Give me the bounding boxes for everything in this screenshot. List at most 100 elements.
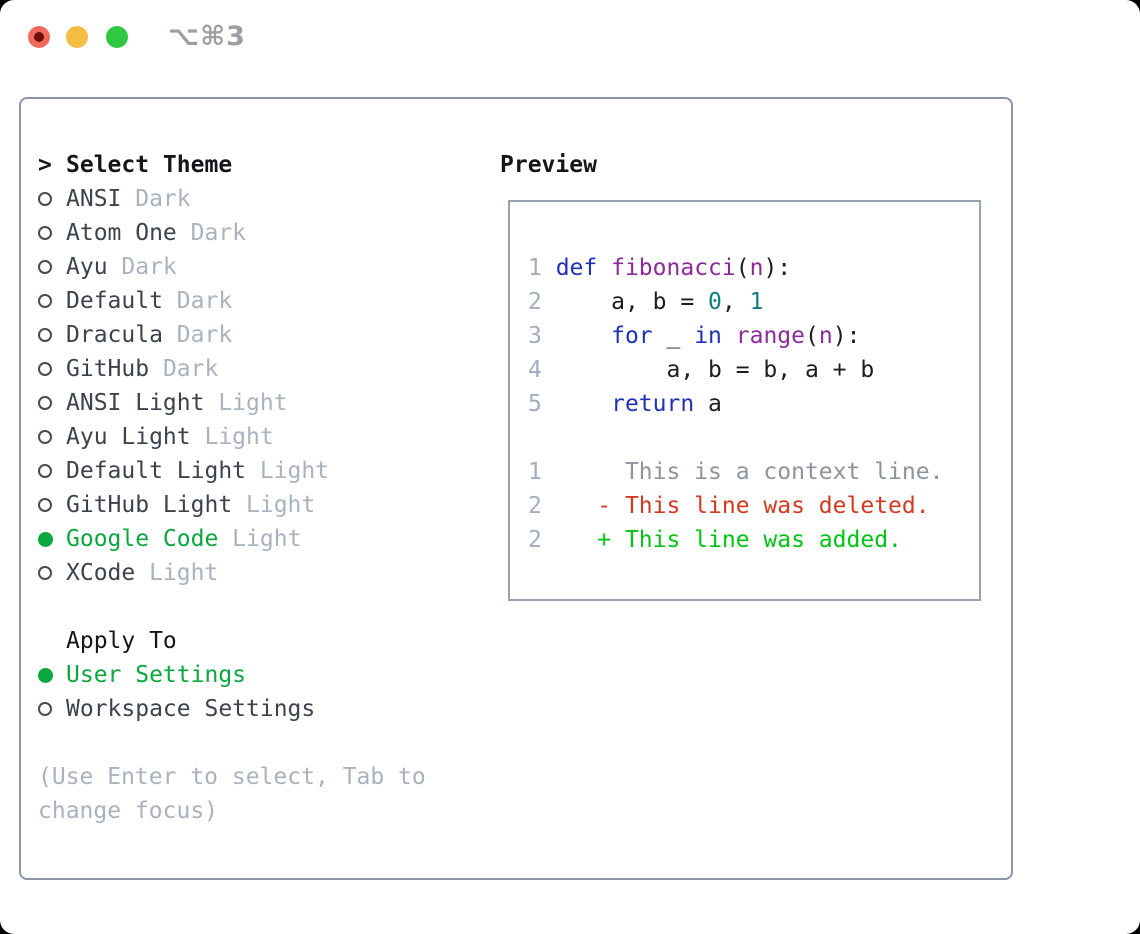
radio-icon [38, 328, 52, 342]
theme-option-label: GitHub Light [66, 492, 233, 518]
theme-option-label: GitHub [66, 356, 150, 382]
theme-option[interactable]: GitHub Light Light [38, 488, 329, 522]
theme-option[interactable]: ANSI Dark [38, 182, 329, 216]
theme-option[interactable]: Dracula Dark [38, 318, 329, 352]
code-line: 2 - This line was deleted. [528, 489, 979, 523]
code-segment-num: 2 [528, 289, 556, 315]
theme-variant-label: Light [218, 526, 302, 552]
theme-option[interactable]: Ayu Dark [38, 250, 329, 284]
apply-to-title: Apply To [66, 628, 177, 654]
radio-selected-icon [38, 667, 53, 683]
theme-variant-label: Light [204, 390, 288, 416]
code-segment-ctx: This is a context line. [541, 459, 944, 485]
record-dot-icon [34, 32, 44, 42]
code-segment-num: 4 [528, 357, 556, 383]
radio-icon [38, 260, 52, 274]
theme-option-label: XCode [66, 560, 136, 586]
theme-option[interactable]: Google Code Light [38, 522, 329, 556]
theme-option-label: Google Code [66, 526, 219, 552]
theme-variant-label: Dark [176, 220, 247, 246]
theme-option[interactable]: Default Light Light [38, 454, 329, 488]
preview-title: Preview [500, 152, 597, 178]
theme-variant-label: Dark [149, 356, 219, 382]
theme-option[interactable]: Ayu Light Light [38, 420, 329, 454]
theme-option-label: Ayu [66, 254, 108, 280]
theme-variant-label: Dark [107, 254, 177, 280]
code-segment-lit: 1 [749, 289, 764, 315]
theme-variant-label: Light [135, 560, 219, 586]
code-segment-pl: ( [805, 323, 819, 349]
code-segment-add: + This line was added. [541, 527, 902, 553]
code-line: 5 return a [528, 387, 979, 421]
radio-icon [38, 566, 52, 580]
code-segment-pl: a, b = [555, 289, 709, 315]
radio-icon [38, 430, 52, 444]
radio-icon [38, 192, 52, 206]
radio-icon [38, 294, 52, 308]
code-segment-kw: in [694, 323, 722, 349]
code-line: 4 a, b = b, a + b [528, 353, 979, 387]
theme-option[interactable]: GitHub Dark [38, 352, 329, 386]
theme-variant-label: Dark [121, 186, 191, 212]
maximize-button[interactable] [106, 26, 128, 48]
code-segment-fn: range [735, 323, 805, 349]
code-segment-num: 1 [528, 255, 556, 281]
code-segment-pl [722, 323, 736, 349]
theme-option-label: Ayu Light [66, 424, 191, 450]
theme-variant-label: Dark [162, 322, 233, 348]
apply-to-option[interactable]: User Settings [38, 658, 315, 692]
theme-option-label: Atom One [66, 220, 177, 246]
window-title: ⌥⌘3 [168, 21, 246, 52]
code-segment-pl: ): [832, 323, 861, 349]
radio-icon [38, 362, 52, 376]
apply-to-header: Apply To [38, 624, 315, 658]
radio-icon [38, 498, 52, 512]
code-segment-num: 1 [528, 459, 542, 485]
code-segment-num: 2 [528, 493, 542, 519]
theme-variant-label: Light [246, 458, 330, 484]
theme-list-header: > Select Theme [38, 148, 329, 182]
code-segment-num: 3 [528, 323, 556, 349]
code-segment-kw: return [611, 391, 695, 417]
theme-option[interactable]: ANSI Light Light [38, 386, 329, 420]
theme-option[interactable]: Atom One Dark [38, 216, 329, 250]
cursor-prompt-icon: > [38, 152, 52, 178]
minimize-button[interactable] [66, 26, 88, 48]
close-button[interactable] [28, 26, 50, 48]
code-line: 2 a, b = 0, 1 [528, 285, 979, 319]
radio-selected-icon [38, 531, 53, 547]
apply-to-option[interactable]: Workspace Settings [38, 692, 315, 726]
theme-option[interactable]: XCode Light [38, 556, 329, 590]
theme-variant-label: Dark [162, 288, 233, 314]
code-segment-pl: ): [763, 255, 792, 281]
theme-option-label: ANSI Light [66, 390, 205, 416]
code-segment-num: 5 [528, 391, 556, 417]
code-segment-ty: n [749, 255, 764, 281]
code-segment-lit: 0 [708, 289, 722, 315]
code-segment-pl: ( [735, 255, 750, 281]
theme-option[interactable]: Default Dark [38, 284, 329, 318]
theme-option-label: Default [66, 288, 163, 314]
code-segment-pl [556, 391, 611, 417]
help-text: (Use Enter to select, Tab to change focu… [38, 764, 426, 824]
radio-icon [38, 396, 52, 410]
theme-option-label: Default Light [66, 458, 247, 484]
theme-variant-label: Light [232, 492, 316, 518]
code-segment-pl [556, 323, 611, 349]
code-segment-kw: def [555, 255, 598, 281]
theme-variant-label: Light [190, 424, 274, 450]
code-segment-fn: fibonacci [611, 255, 736, 281]
code-line: 1 def fibonacci(n): [528, 251, 979, 285]
theme-option-label: Dracula [66, 322, 163, 348]
code-segment-num: 2 [528, 527, 542, 553]
code-line [528, 421, 979, 455]
code-segment-del: - This line was deleted. [541, 493, 930, 519]
code-segment-pl [597, 255, 611, 281]
code-segment-pl: , [721, 289, 750, 315]
radio-icon [38, 226, 52, 240]
